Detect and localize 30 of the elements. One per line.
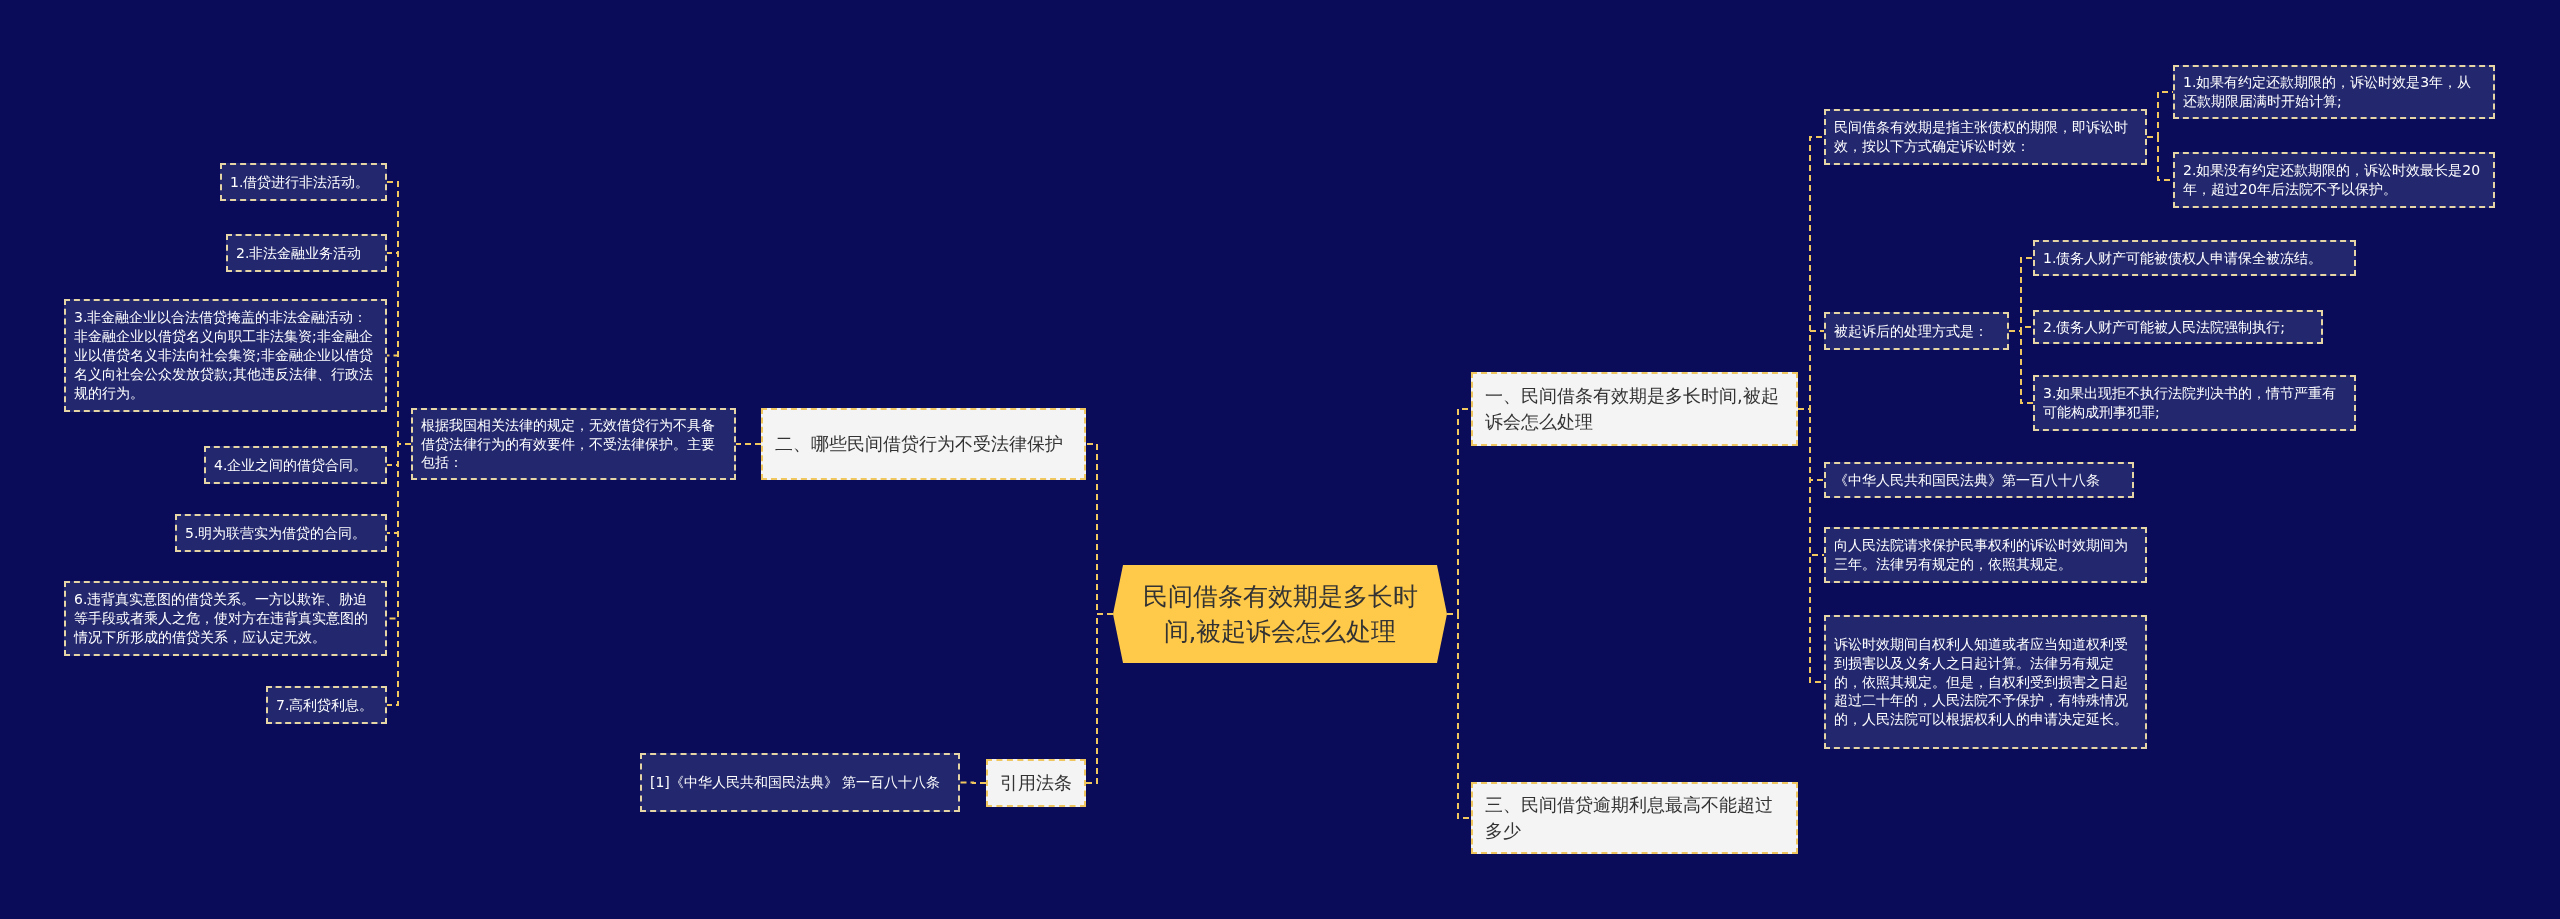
connector	[386, 443, 412, 706]
topic-box: 三、民间借贷逾期利息最高不能超过多少	[1471, 782, 1798, 854]
note-box: 被起诉后的处理方式是：	[1824, 312, 2009, 350]
connector	[959, 781, 987, 784]
note-box: 1.债务人财产可能被债权人申请保全被冻结。	[2033, 240, 2356, 276]
note-box: 3.非金融企业以合法借贷掩盖的非法金融活动：非金融企业以借贷名义向职工非法集资;非金融企业以借贷名义非法向社会集资;非金融企业以借贷名义向社会公众发放贷款;其他违反法律、行政法规的行为。	[64, 299, 387, 412]
note-box: 3.如果出现拒不执行法院判决书的，情节严重有可能构成刑事犯罪;	[2033, 375, 2356, 431]
note-box: 5.明为联营实为借贷的合同。	[175, 514, 387, 552]
connector	[1085, 613, 1114, 784]
note-box: 2.如果没有约定还款期限的，诉讼时效最长是20年，超过20年后法院不予以保护。	[2173, 152, 2495, 208]
topic-box: 二、哪些民间借贷行为不受法律保护	[761, 408, 1086, 480]
note-box: 2.债务人财产可能被人民法院强制执行;	[2033, 310, 2323, 344]
note-box: 民间借条有效期是指主张债权的期限，即诉讼时效，按以下方式确定诉讼时效：	[1824, 109, 2147, 165]
note-box: 7.高利贷利息。	[266, 686, 387, 724]
note-box: 诉讼时效期间自权利人知道或者应当知道权利受到损害以及义务人之日起计算。法律另有规定的，依照其规定。但是，自权利受到损害之日起超过二十年的，人民法院不予保护，有特殊情况的，人民法院可以根据权利人的申请决定延长。	[1824, 615, 2147, 749]
note-box: [1]《中华人民共和国民法典》 第一百八十八条	[640, 753, 960, 812]
note-box: 4.企业之间的借贷合同。	[204, 446, 387, 484]
note-box: 1.如果有约定还款期限的，诉讼时效是3年，从还款期限届满时开始计算;	[2173, 65, 2495, 119]
note-box: 1.借贷进行非法活动。	[220, 163, 387, 201]
connector	[2008, 330, 2034, 404]
note-box: 2.非法金融业务活动	[226, 234, 387, 272]
topic-box: 一、民间借条有效期是多长时间,被起诉会怎么处理	[1471, 372, 1798, 446]
connector	[1446, 613, 1472, 819]
note-box: 根据我国相关法律的规定，无效借贷行为不具备借贷法律行为的有效要件，不受法律保护。主要包括：	[411, 408, 736, 480]
note-box: 6.违背真实意图的借贷关系。一方以欺诈、胁迫等手段或者乘人之危，使对方在违背真实意图的情况下所形成的借贷关系，应认定无效。	[64, 581, 387, 656]
connector	[735, 443, 762, 445]
note-box: 向人民法院请求保护民事权利的诉讼时效期间为三年。法律另有规定的，依照其规定。	[1824, 527, 2147, 583]
note-box: 《中华人民共和国民法典》第一百八十八条	[1824, 462, 2134, 498]
topic-box: 引用法条	[986, 759, 1086, 807]
central-topic: 民间借条有效期是多长时间,被起诉会怎么处理	[1113, 565, 1447, 663]
